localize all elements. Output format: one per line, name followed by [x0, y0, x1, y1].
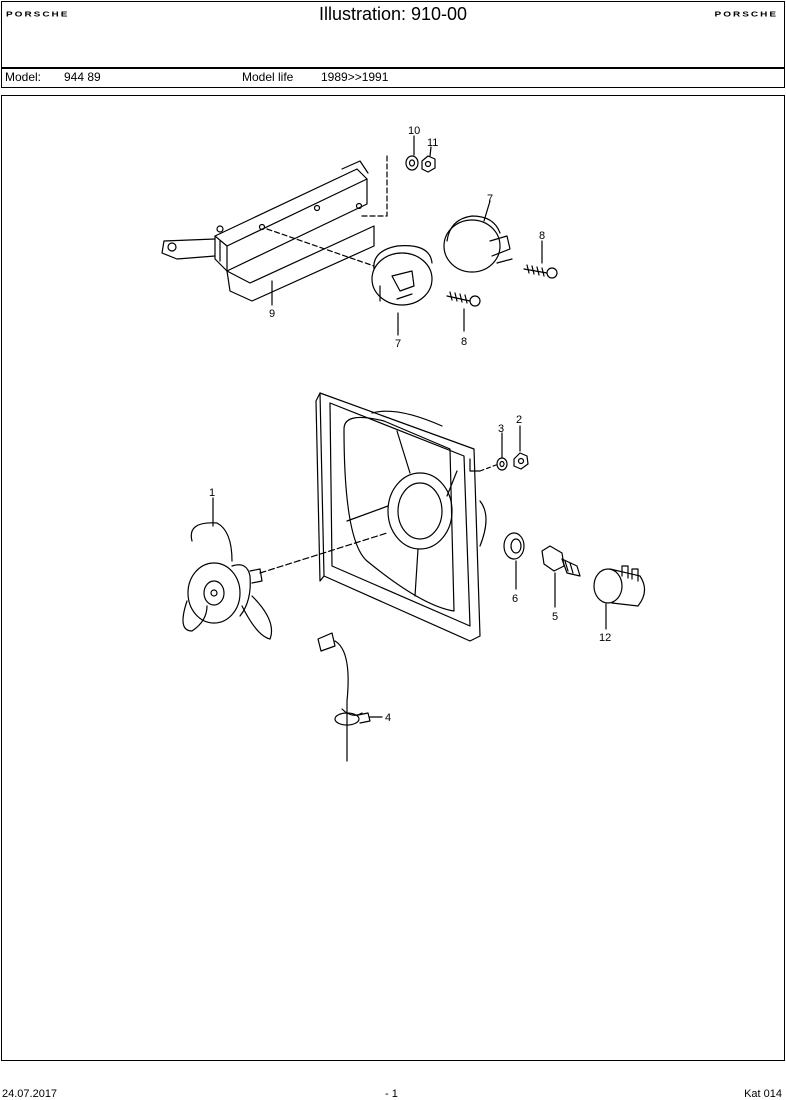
- callout-3: 3: [498, 423, 504, 435]
- model-life-label: Model life: [242, 70, 294, 84]
- exploded-parts-diagram: 10 11 7 8 9 7 8 1 3 2 6 5 12 4: [161, 125, 646, 762]
- rubber-mount-7-back-drawing: [443, 215, 513, 273]
- callout-9: 9: [269, 308, 275, 320]
- callout-2: 2: [516, 414, 522, 426]
- callout-10: 10: [408, 125, 420, 137]
- screw-8-lower-drawing: [446, 291, 481, 307]
- washer-3-drawing: [496, 457, 508, 471]
- bolt-line: [479, 464, 497, 472]
- screw-8-upper-drawing: [523, 264, 558, 279]
- callout-1: 1: [209, 487, 215, 499]
- connector-12-drawing: [593, 565, 646, 607]
- mounting-bracket-drawing: [161, 160, 375, 302]
- nut-11-drawing: [421, 155, 436, 173]
- callout-11: 11: [427, 137, 438, 149]
- leader-lines-lower: [212, 425, 607, 718]
- model-value: 944 89: [64, 70, 101, 84]
- porsche-logo-right: PORSCHE: [714, 11, 778, 19]
- illustration-title: Illustration: 910-00: [318, 4, 468, 24]
- washer-10-drawing: [405, 155, 419, 171]
- model-bar: Model: 944 89 Model life 1989>>1991: [1, 67, 785, 88]
- callout-7-back: 7: [487, 193, 493, 205]
- callout-12: 12: [599, 632, 611, 644]
- model-life-value: 1989>>1991: [321, 70, 389, 84]
- exploded-diagram-frame: 10 11 7 8 9 7 8 1 3 2 6 5 12 4: [1, 95, 785, 1061]
- rubber-mount-7-front-drawing: [371, 245, 433, 306]
- wiring-harness-drawing: [317, 632, 371, 762]
- seal-ring-6-drawing: [503, 532, 525, 560]
- model-label: Model:: [5, 70, 42, 84]
- callout-8-upper: 8: [539, 230, 545, 242]
- nut-2-drawing: [513, 452, 529, 470]
- callout-labels: 10 11 7 8 9 7 8 1 3 2 6 5 12 4: [209, 125, 611, 724]
- cooling-fan-1-drawing: [182, 522, 273, 640]
- callout-5: 5: [552, 611, 558, 623]
- callout-4: 4: [385, 712, 391, 724]
- footer-page-number: - 1: [385, 1088, 398, 1100]
- porsche-logo-left: PORSCHE: [6, 11, 70, 19]
- header: PORSCHE Illustration: 910-00 PORSCHE: [1, 1, 785, 69]
- footer-date: 24.07.2017: [2, 1088, 58, 1100]
- callout-8-lower: 8: [461, 336, 467, 348]
- assembly-lines-upper: [266, 155, 388, 267]
- footer-catalog: Kat 014: [744, 1088, 782, 1100]
- callout-7-front: 7: [395, 338, 401, 350]
- fan-shroud-drawing: [315, 392, 487, 642]
- fan-axis-line: [259, 532, 388, 574]
- temperature-switch-5-drawing: [541, 545, 581, 577]
- leader-lines-upper: [271, 135, 543, 336]
- callout-6: 6: [512, 593, 518, 605]
